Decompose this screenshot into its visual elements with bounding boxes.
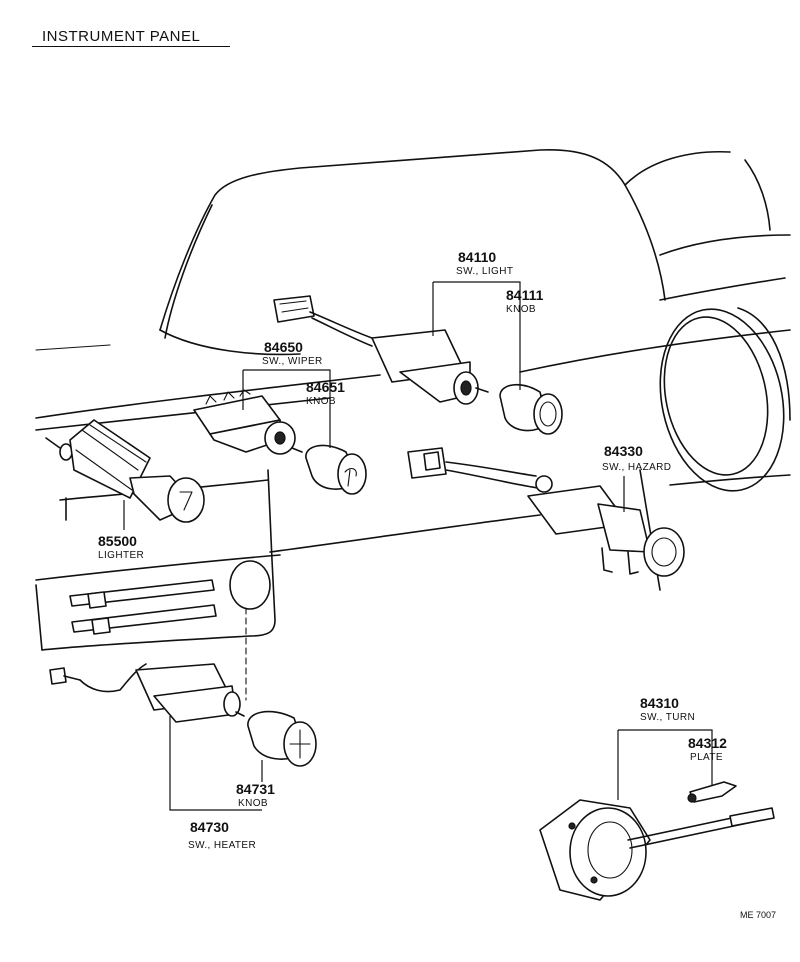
part-label-84111: 84111 KNOB (506, 287, 544, 315)
part-label-84650: 84650 SW., WIPER (262, 339, 323, 367)
wiper-knob-84651 (305, 444, 367, 495)
part-name: PLATE (690, 752, 723, 763)
cigarette-lighter-85500 (45, 419, 205, 523)
dashboard-panel-outline (35, 149, 791, 591)
part-number: 84650 (264, 339, 303, 355)
part-label-84312: 84312 PLATE (688, 735, 727, 763)
part-label-84651: 84651 KNOB (306, 379, 345, 407)
diagram-title: INSTRUMENT PANEL (42, 28, 201, 45)
heater-switch-84730 (49, 663, 245, 723)
part-label-85500: 85500 LIGHTER (98, 533, 144, 561)
light-knob-84111 (499, 384, 563, 435)
part-label-84110: 84110 SW., LIGHT (456, 249, 513, 277)
part-number: 85500 (98, 533, 137, 549)
part-number: 84310 (640, 695, 679, 711)
part-label-84330: 84330 SW., HAZARD (602, 443, 671, 473)
part-number: 84312 (688, 735, 727, 751)
part-number: 84110 (458, 249, 496, 265)
part-number: 84111 (506, 287, 544, 303)
part-label-84730: 84730 SW., HEATER (188, 819, 256, 851)
turn-plate-84312 (687, 781, 737, 803)
hazard-switch-84330 (407, 447, 685, 577)
part-name: LIGHTER (98, 550, 144, 561)
part-name: SW., LIGHT (456, 266, 513, 277)
heater-knob-84731 (247, 710, 317, 767)
part-number: 84651 (306, 379, 345, 395)
title-underline (32, 46, 230, 47)
part-number: 84330 (604, 443, 643, 459)
part-name: SW., WIPER (262, 356, 323, 367)
part-name: KNOB (506, 304, 536, 315)
turn-switch-84310 (539, 799, 775, 901)
light-switch-84110 (273, 295, 489, 405)
leader-lines (123, 281, 713, 811)
part-name: SW., HEATER (188, 840, 256, 851)
part-number: 84731 (236, 781, 275, 797)
part-name: KNOB (238, 798, 268, 809)
part-label-84310: 84310 SW., TURN (640, 695, 695, 723)
heater-control-panel (35, 469, 276, 701)
part-name: SW., HAZARD (602, 462, 671, 473)
part-name: SW., TURN (640, 712, 695, 723)
part-name: KNOB (306, 396, 336, 407)
part-label-84731: 84731 KNOB (236, 781, 275, 809)
part-number: 84730 (190, 819, 229, 835)
drawing-code: ME 7007 (740, 910, 776, 920)
wiper-switch-84650 (193, 389, 303, 455)
